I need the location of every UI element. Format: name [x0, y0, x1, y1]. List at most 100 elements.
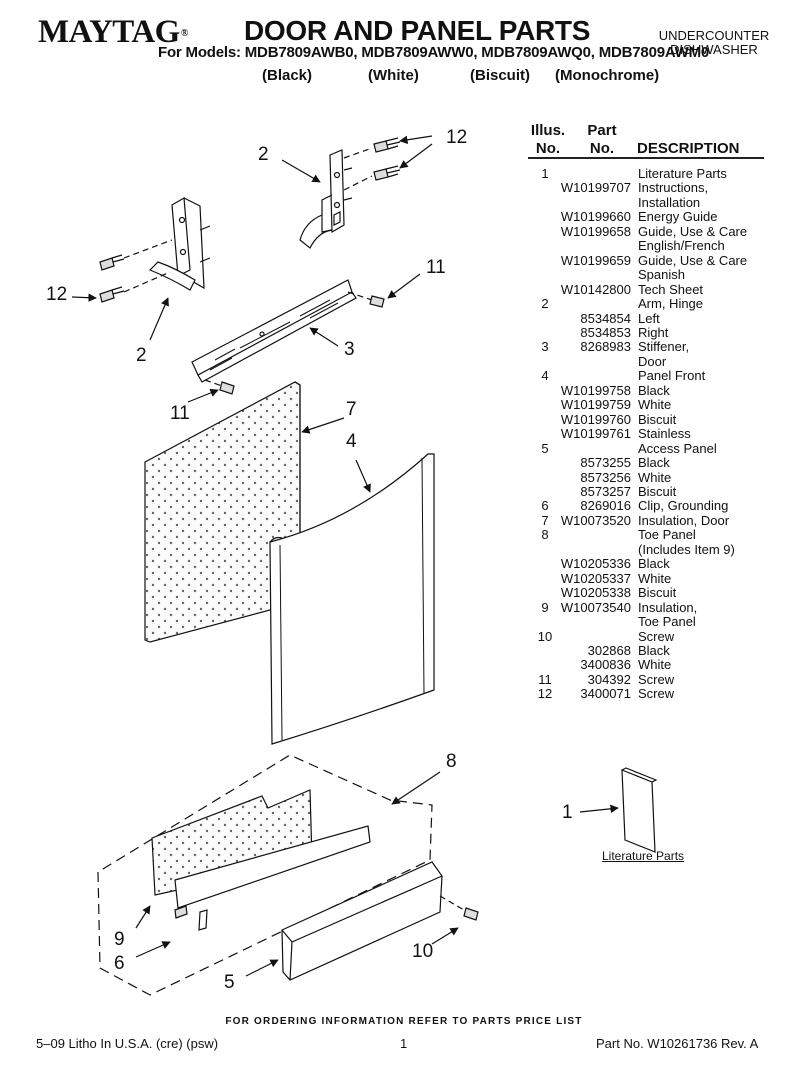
part-description: Spanish: [638, 267, 685, 283]
part-description: Installation: [638, 194, 701, 210]
part-number: 8269016: [580, 498, 631, 514]
illus-number: 12: [537, 686, 553, 702]
screw-10: [463, 907, 479, 921]
parts-row: W10199659 Guide, Use & Care: [530, 252, 770, 268]
category-line2: DISHWASHER: [670, 42, 758, 57]
col-header-description: DESCRIPTION: [637, 140, 740, 157]
part-number: W10199759: [560, 397, 631, 413]
access-panel: [281, 861, 443, 981]
table-header-rule: [528, 157, 764, 159]
parts-row: Spanish: [530, 267, 770, 283]
color-white: (White): [368, 67, 419, 84]
part-number: W10142800: [560, 281, 631, 297]
callout-11-right: 11: [426, 257, 446, 278]
part-description: Insulation,: [638, 599, 698, 615]
illus-number: 3: [541, 339, 549, 355]
part-number: 3400071: [580, 686, 631, 702]
part-description: (Includes Item 9): [638, 541, 735, 557]
litho-info: 5–09 Litho In U.S.A. (cre) (psw): [36, 1036, 219, 1051]
illus-number: 9: [541, 599, 549, 615]
appliance-category: UNDERCOUNTER DISHWASHER: [650, 29, 778, 57]
illus-number: 6: [541, 498, 549, 514]
parts-row: 302868 Black: [530, 642, 770, 658]
part-number: W10205337: [560, 570, 631, 586]
hinge-arm-left: [148, 197, 211, 291]
callout-12-left: 12: [46, 284, 68, 305]
part-description: Door: [638, 353, 667, 369]
panel-front: [269, 453, 435, 745]
part-description: English/French: [638, 238, 725, 254]
part-description: Black: [638, 382, 670, 398]
parts-row: 5 Access Panel: [530, 440, 770, 456]
part-description: Stainless: [638, 426, 691, 442]
parts-row: 9 W10073540 Insulation,: [530, 599, 770, 615]
door-stiffener: [191, 279, 373, 387]
parts-row: W10205338 Biscuit: [530, 585, 770, 601]
callout-7: 7: [346, 399, 357, 420]
toe-panel: [174, 825, 371, 909]
part-number: W10199758: [560, 382, 631, 398]
screw-11-left: [219, 381, 235, 395]
parts-row: 6 8269016 Clip, Grounding: [530, 498, 770, 514]
part-description: Black: [638, 642, 670, 658]
part-number: W10199659: [560, 252, 631, 268]
grounding-clip: [174, 905, 188, 919]
part-description: Access Panel: [638, 440, 717, 456]
part-description: Panel Front: [638, 368, 706, 384]
part-description: Clip, Grounding: [638, 498, 729, 514]
ordering-note: FOR ORDERING INFORMATION REFER TO PARTS …: [225, 1016, 583, 1027]
part-description: Biscuit: [638, 585, 677, 601]
parts-row: 8534854 Left: [530, 310, 770, 326]
page-title: DOOR AND PANEL PARTS: [244, 15, 591, 46]
illus-header-line1: Illus.: [530, 122, 566, 139]
illus-number: 5: [541, 440, 549, 456]
page-number: 1: [400, 1036, 408, 1051]
part-number: W10205336: [560, 556, 631, 572]
part-number: W10199658: [560, 223, 631, 239]
illus-header-line2: No.: [535, 140, 561, 157]
illus-number: 4: [541, 368, 549, 384]
callout-8: 8: [446, 751, 457, 772]
col-header-illus: Illus. No.: [530, 122, 566, 158]
part-description: White: [638, 469, 672, 485]
part-number: 8573257: [580, 483, 631, 499]
parts-row: Toe Panel: [530, 614, 770, 629]
exploded-diagram: [71, 135, 658, 996]
part-description: Guide, Use & Care: [638, 252, 748, 268]
parts-row: English/French: [530, 238, 770, 254]
part-number: W10205338: [560, 585, 631, 601]
callout-3: 3: [344, 339, 355, 360]
parts-row: Door: [530, 353, 770, 369]
screw-11-right: [369, 295, 385, 308]
color-monochrome: (Monochrome): [555, 67, 660, 84]
part-description: White: [638, 570, 672, 586]
models-line: For Models: MDB7809AWB0, MDB7809AWW0, MD…: [158, 44, 710, 61]
callout-2-left: 2: [136, 345, 147, 366]
part-number: W10199660: [560, 209, 631, 225]
callout-5: 5: [224, 972, 235, 993]
part-description: Left: [638, 310, 660, 326]
callout-1: 1: [562, 802, 573, 823]
hinge-arm-right: [299, 149, 353, 249]
part-number: 8534854: [580, 310, 631, 326]
part-number: W10073540: [560, 599, 631, 615]
toe-panel-group: [97, 754, 433, 996]
part-description: White: [638, 657, 672, 673]
part-header-line1: Part: [587, 122, 617, 139]
part-number: 302868: [587, 642, 631, 658]
part-number: W10073520: [560, 512, 631, 528]
parts-row: W10205336 Black: [530, 556, 770, 572]
part-description: Black: [638, 556, 670, 572]
